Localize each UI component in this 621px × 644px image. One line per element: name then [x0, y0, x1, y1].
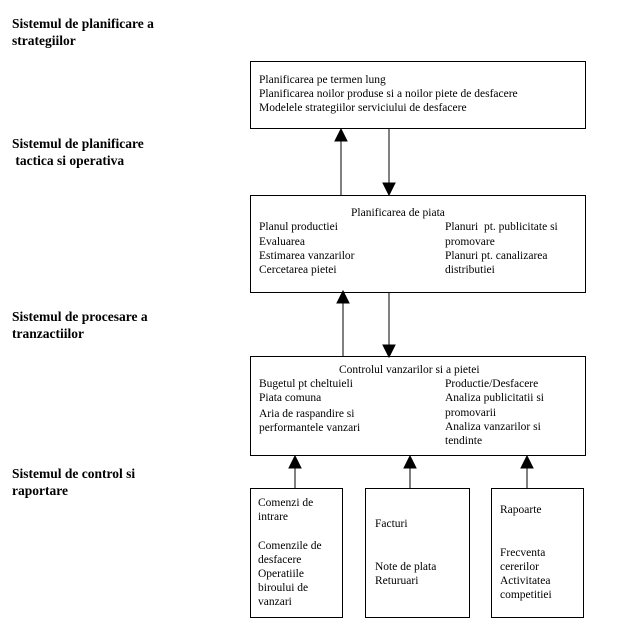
orders-box-text: Comenzi de intrare Comenzile de desfacer…: [258, 497, 322, 609]
invoices-box-text: Facturi Note de plata Returuari: [375, 518, 437, 587]
market-planning-right-2: promovare: [445, 236, 495, 248]
sales-control-box: Controlul vanzarilor si a pietei Bugetul…: [250, 356, 586, 456]
sales-control-left-4: performantele vanzari: [259, 422, 361, 434]
market-planning-left-2: Evaluarea: [259, 236, 305, 248]
market-planning-right-4: distributiei: [445, 264, 495, 276]
arrowhead-up-tactical: [336, 289, 350, 304]
strategic-planning-box: Planificarea pe termen lung Planificarea…: [250, 61, 586, 129]
sales-control-left-2: Piata comuna: [259, 392, 322, 404]
arrowhead-up-strategic: [334, 127, 348, 142]
market-planning-right-3: Planuri pt. canalizarea: [445, 250, 548, 262]
sales-control-right-2: Analiza publicitatii si: [445, 392, 545, 404]
strategic-line-1: Planificarea pe termen lung: [259, 74, 386, 86]
sales-control-right-4: Analiza vanzarilor si: [445, 421, 541, 433]
level-label-tactical: Sistemul de planificare tactica si opera…: [12, 136, 144, 168]
reports-box: Rapoarte Frecventa cererilor Activitatea…: [491, 488, 584, 618]
sales-control-right-1: Productie/Desfacere: [445, 378, 539, 390]
level-label-processing: Sistemul de procesare a tranzactiilor: [12, 309, 148, 341]
market-planning-left-1: Planul productiei: [259, 221, 338, 233]
sales-control-right-5: tendinte: [445, 435, 483, 447]
sales-control-left-1: Bugetul pt cheltuieli: [259, 378, 353, 390]
market-planning-left-3: Estimarea vanzarilor: [259, 250, 355, 262]
market-planning-box: Planificarea de piata Planul productiei …: [250, 195, 586, 293]
arrowhead-down-tactical: [382, 182, 396, 197]
market-planning-title: Planificarea de piata: [351, 207, 445, 219]
strategic-line-3: Modelele strategiilor serviciului de des…: [259, 102, 467, 114]
level-label-strategic: Sistemul de planificare a strategiilor: [12, 16, 154, 48]
sales-control-title: Controlul vanzarilor si a pietei: [339, 364, 480, 376]
sales-control-right-3: promovarii: [445, 407, 497, 419]
market-planning-right-1: Planuri pt. publicitate si: [445, 221, 558, 233]
market-planning-left-4: Cercetarea pietei: [259, 264, 337, 276]
arrowhead-up-reports: [520, 454, 534, 469]
orders-box: Comenzi de intrare Comenzile de desfacer…: [250, 488, 343, 618]
arrowhead-down-processing: [382, 344, 396, 359]
sales-control-left-3: Aria de raspandire si: [259, 408, 355, 420]
arrowhead-up-invoices: [403, 454, 417, 469]
strategic-line-2: Planificarea noilor produse si a noilor …: [259, 88, 518, 100]
level-label-control: Sistemul de control si raportare: [12, 466, 136, 498]
arrowhead-up-orders: [288, 454, 302, 469]
invoices-box: Facturi Note de plata Returuari: [365, 488, 470, 618]
reports-box-text: Rapoarte Frecventa cererilor Activitatea…: [500, 504, 552, 602]
